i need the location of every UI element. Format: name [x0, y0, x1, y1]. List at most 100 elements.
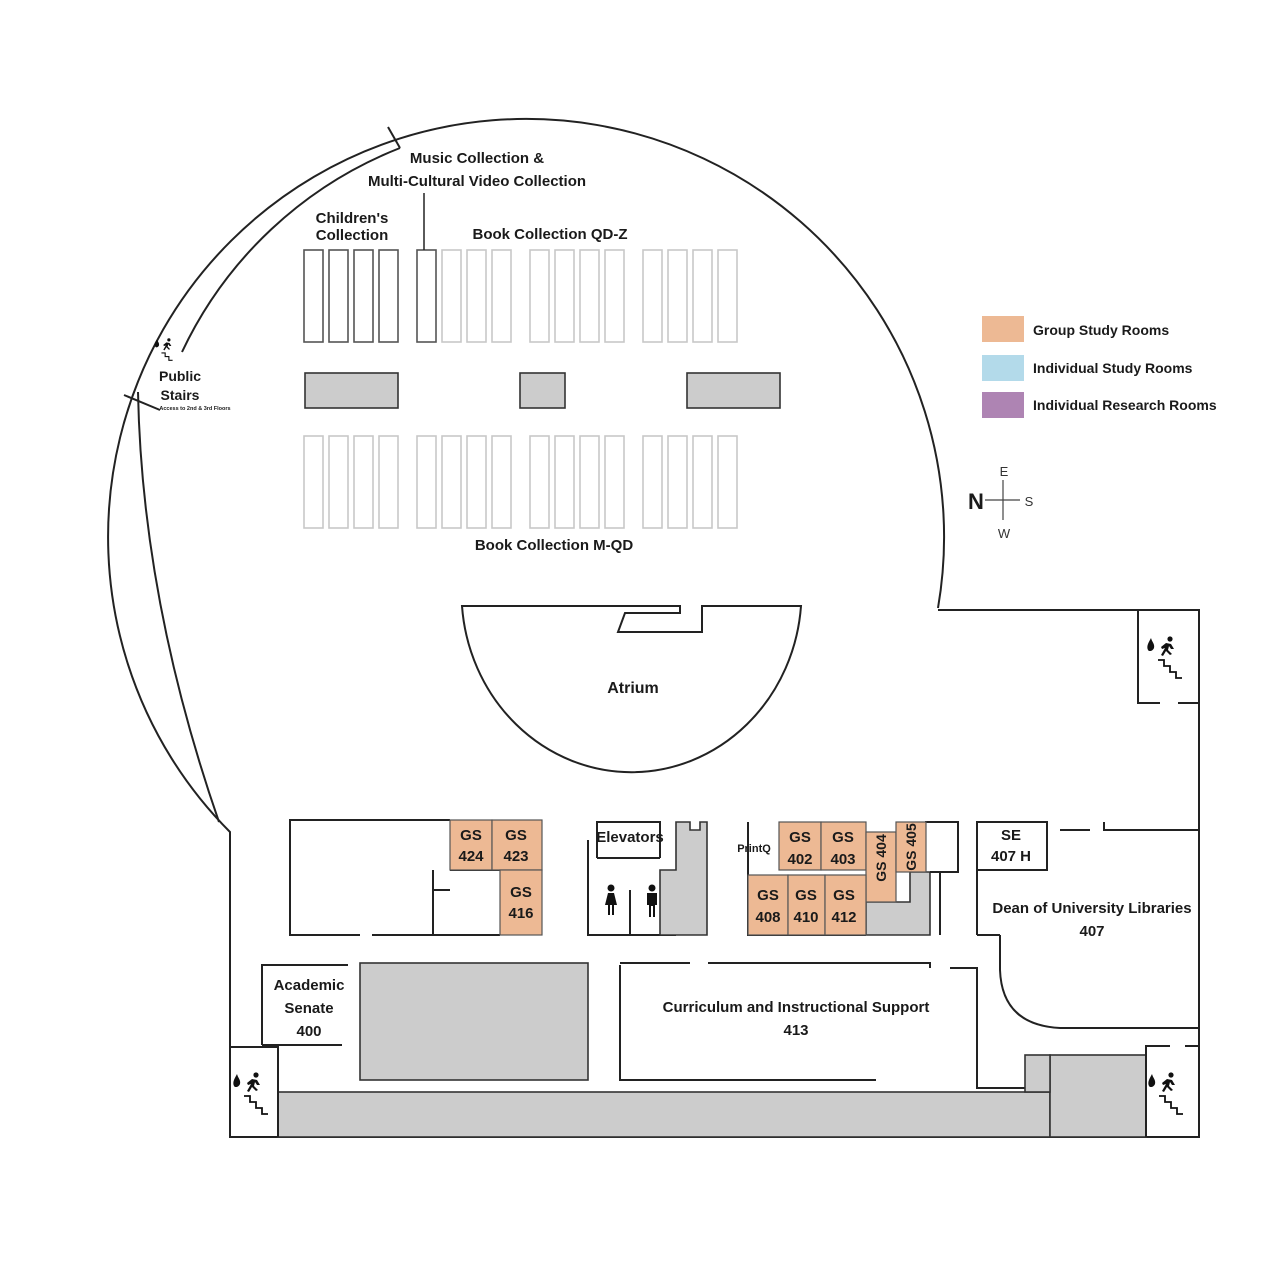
bookshelf	[466, 435, 487, 529]
gs-405-label: GS 405	[903, 823, 919, 871]
compass-n: N	[968, 489, 984, 514]
table-west	[304, 372, 399, 409]
gs-412-label-b: 412	[831, 909, 856, 926]
area-labels: Music Collection & Multi-Cultural Video …	[159, 150, 1192, 1040]
atrium-label: Atrium	[607, 680, 659, 697]
bookshelf	[416, 435, 437, 529]
room-gs-402[interactable]	[778, 821, 822, 871]
legend: Group Study Rooms Individual Study Rooms…	[982, 316, 1217, 418]
bookshelf	[441, 249, 462, 343]
atrium-outline	[460, 605, 803, 774]
bookshelf	[642, 249, 663, 343]
bookshelf	[554, 249, 575, 343]
men-restroom-icon	[647, 884, 657, 917]
public-stairs-label-2: Stairs	[161, 387, 200, 403]
bookshelf	[328, 435, 349, 529]
compass-icon: N E S W	[968, 464, 1034, 541]
music-collection-label-2: Multi-Cultural Video Collection	[368, 173, 586, 190]
legend-label-individual-study: Individual Study Rooms	[1033, 360, 1193, 376]
bookshelf	[579, 435, 600, 529]
gs-412-label-a: GS	[833, 887, 855, 904]
room-gs-403[interactable]	[820, 821, 867, 871]
compass-e: E	[1000, 464, 1009, 479]
academic-senate-label-1: Academic	[274, 977, 345, 994]
bookshelf	[303, 249, 324, 343]
room-gs-424[interactable]	[449, 819, 493, 871]
bookshelf	[491, 435, 512, 529]
gs-424-label-b: 424	[458, 848, 484, 865]
legend-swatch-individual-study	[982, 355, 1024, 381]
room-gs-423[interactable]	[491, 819, 543, 871]
bookshelf	[328, 249, 349, 343]
bookshelf	[604, 435, 625, 529]
childrens-collection-label-2: Collection	[316, 227, 389, 244]
room-gs-404[interactable]	[865, 831, 897, 903]
bookshelf	[378, 249, 399, 343]
bookshelf	[667, 249, 688, 343]
bookshelf	[441, 435, 462, 529]
bookshelf	[303, 435, 324, 529]
women-restroom-icon	[605, 884, 617, 915]
gs-416-label-a: GS	[510, 884, 532, 901]
gs-410-label-b: 410	[793, 909, 818, 926]
book-collection-qd-z-label: Book Collection QD-Z	[473, 226, 628, 243]
bookshelf	[353, 249, 374, 343]
room-gs-410[interactable]	[787, 874, 826, 936]
gs-416-label-b: 416	[508, 905, 533, 922]
se-label-1: SE	[1001, 827, 1021, 844]
academic-senate-label-2: Senate	[284, 1000, 333, 1017]
legend-swatch-individual-research	[982, 392, 1024, 418]
bookshelf	[692, 435, 713, 529]
book-collection-m-qd-label: Book Collection M-QD	[475, 537, 633, 554]
legend-label-individual-research: Individual Research Rooms	[1033, 397, 1217, 413]
gs-402-label-b: 402	[787, 851, 812, 868]
childrens-collection-label-1: Children's	[316, 210, 389, 227]
gs-410-label-a: GS	[795, 887, 817, 904]
music-collection-label-1: Music Collection &	[410, 150, 544, 167]
outer-walls	[107, 117, 1200, 1138]
bookshelf	[717, 249, 738, 343]
bookshelf	[642, 435, 663, 529]
bookshelf	[378, 435, 399, 529]
bookshelf	[353, 435, 374, 529]
bookshelf	[717, 435, 738, 529]
compass-s: S	[1025, 494, 1034, 509]
shelving-north	[303, 249, 738, 343]
se-label-2: 407 H	[991, 848, 1031, 865]
south-rooms	[230, 610, 1199, 1138]
gs-403-label-b: 403	[830, 851, 855, 868]
public-stairs-label-1: Public	[159, 368, 201, 384]
academic-senate-label-3: 400	[296, 1023, 321, 1040]
room-gs-405[interactable]	[895, 821, 927, 873]
gs-404-label: GS 404	[873, 834, 889, 882]
curriculum-label-2: 413	[783, 1022, 808, 1039]
curriculum-label-1: Curriculum and Instructional Support	[663, 999, 930, 1016]
group-study-rooms	[449, 819, 927, 936]
dean-office-label-1: Dean of University Libraries	[992, 900, 1191, 917]
bookshelf	[667, 435, 688, 529]
table-east	[686, 372, 781, 409]
gs-403-label-a: GS	[832, 829, 854, 846]
shelving-south	[303, 435, 738, 529]
room-gs-416[interactable]	[499, 869, 543, 936]
gs-423-label-b: 423	[503, 848, 528, 865]
gs-423-label-a: GS	[505, 827, 527, 844]
gs-402-label-a: GS	[789, 829, 811, 846]
table-center	[519, 372, 566, 409]
bookshelf	[529, 249, 550, 343]
fire-exit-stairs-icon	[233, 1072, 268, 1115]
public-stairs-note: Access to 2nd & 3rd Floors	[159, 406, 230, 412]
bookshelf	[491, 249, 512, 343]
gs-408-label-b: 408	[755, 909, 780, 926]
room-gs-408[interactable]	[747, 874, 789, 936]
gs-408-label-a: GS	[757, 887, 779, 904]
bookshelf	[554, 435, 575, 529]
fire-exit-stairs-icon	[1147, 636, 1182, 679]
printq-label: PrintQ	[737, 843, 771, 855]
elevators-label: Elevators	[596, 829, 664, 846]
legend-swatch-group-study	[982, 316, 1024, 342]
gs-424-label-a: GS	[460, 827, 482, 844]
room-gs-412[interactable]	[824, 874, 867, 936]
bookshelf	[466, 249, 487, 343]
